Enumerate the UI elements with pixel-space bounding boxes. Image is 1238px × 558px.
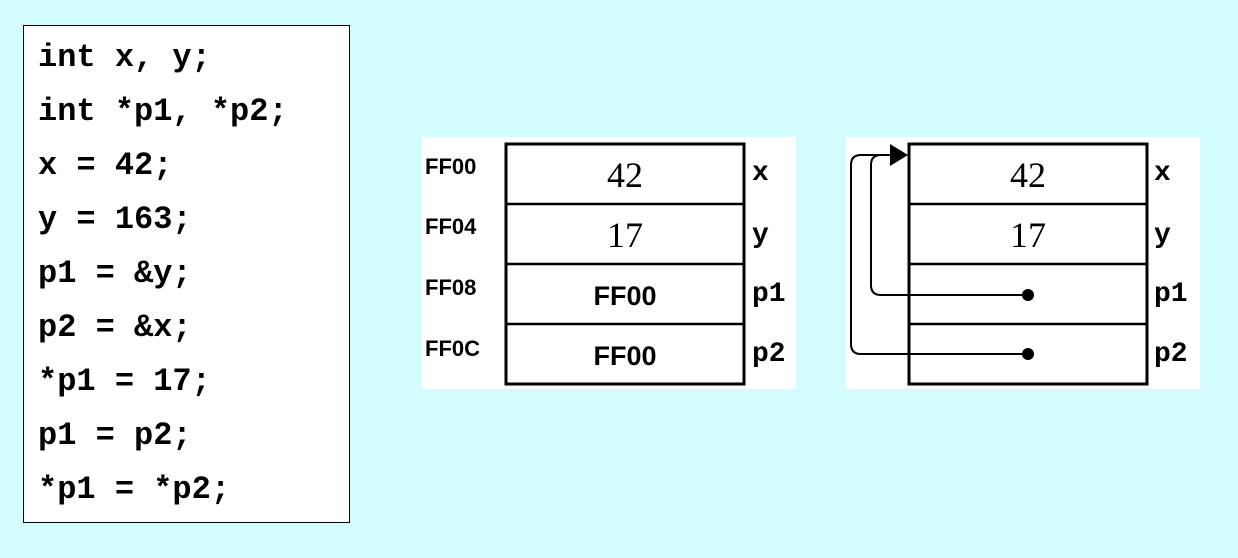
memory-value: 42 [1010, 155, 1046, 195]
memory-value: FF00 [593, 281, 656, 311]
code-line-1: int x, y; [38, 39, 211, 76]
variable-label: p1 [1154, 279, 1188, 310]
pointer-diagram-panel: 42 17 x y p1 p2 [846, 137, 1200, 389]
arrow-head-right-icon [890, 144, 908, 166]
code-line-5: p1 = &y; [38, 255, 192, 292]
pointer-diagram: 42 17 x y p1 p2 [850, 142, 1188, 386]
pointer-dot-icon [1022, 289, 1034, 301]
code-line-4: y = 163; [38, 201, 192, 238]
variable-label: x [752, 158, 769, 189]
variable-label: p2 [752, 339, 786, 370]
code-line-8: p1 = p2; [38, 417, 192, 454]
p1-pointer-arrow [870, 154, 1028, 296]
variable-label: y [1154, 220, 1171, 251]
memory-value: FF00 [593, 341, 656, 371]
variable-label: y [752, 220, 769, 251]
address-label: FF08 [425, 275, 476, 300]
code-line-3: x = 42; [38, 147, 173, 184]
variable-label: x [1154, 158, 1171, 189]
code-line-6: p2 = &x; [38, 309, 192, 346]
variable-label: p1 [752, 279, 786, 310]
variable-label: p2 [1154, 339, 1188, 370]
memory-value: 17 [1010, 215, 1046, 255]
code-line-9: *p1 = *p2; [38, 471, 231, 508]
address-label: FF0C [425, 336, 480, 361]
memory-value: 17 [607, 215, 643, 255]
code-line-7: *p1 = 17; [38, 363, 211, 400]
p2-pointer-arrow [850, 154, 1028, 355]
memory-table: FF00 FF04 FF08 FF0C 42 17 FF00 FF00 x y … [425, 142, 786, 386]
address-label: FF00 [425, 154, 476, 179]
code-line-2: int *p1, *p2; [38, 93, 288, 130]
code-panel: int x, y; int *p1, *p2; x = 42; y = 163;… [23, 25, 350, 523]
address-label: FF04 [425, 214, 477, 239]
pointer-dot-icon [1022, 348, 1034, 360]
memory-value: 42 [607, 155, 643, 195]
memory-table-panel: FF00 FF04 FF08 FF0C 42 17 FF00 FF00 x y … [422, 137, 796, 389]
